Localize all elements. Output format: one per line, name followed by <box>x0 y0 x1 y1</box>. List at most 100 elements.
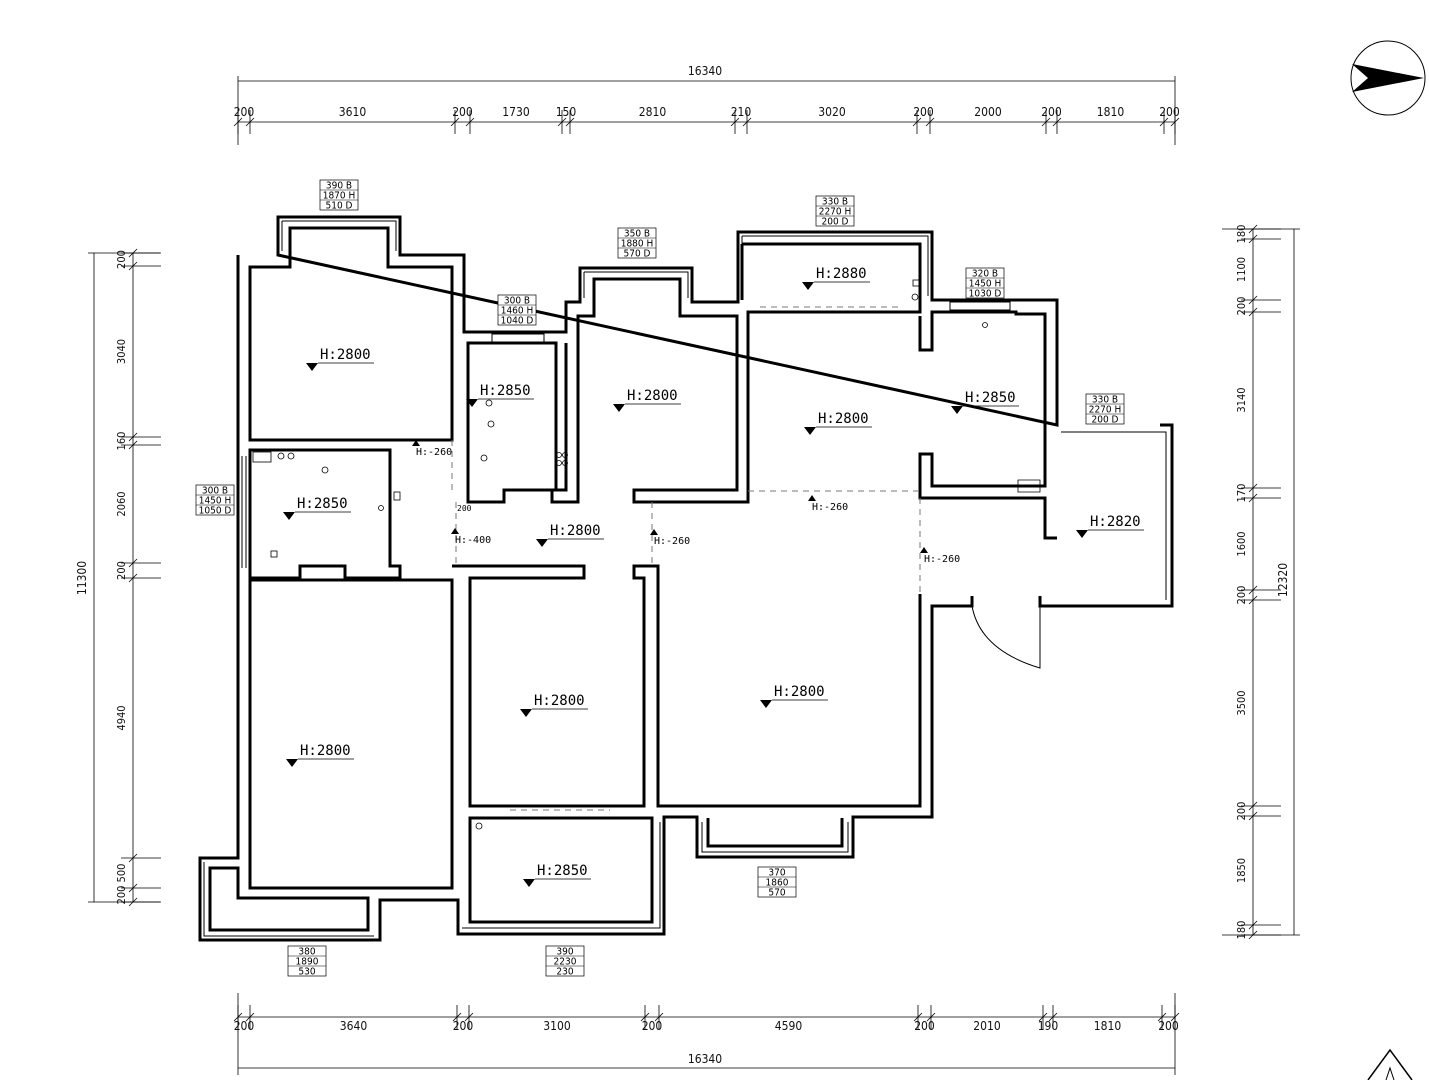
bottom-tick-slash <box>1170 1012 1180 1022</box>
right-segment: 1850 <box>1235 858 1248 883</box>
level-marker-icon <box>283 512 295 520</box>
window-table-frame <box>965 267 1005 299</box>
window-spec-d: 230 <box>556 967 573 978</box>
top-segment: 1730 <box>502 105 530 119</box>
bottom-tick-slash <box>913 1012 923 1022</box>
bottom-tick-slash <box>654 1012 664 1022</box>
right-segment: 180 <box>1235 225 1248 244</box>
window-spec-h: 1860 <box>766 878 789 889</box>
bottom-tick-slash <box>1157 1012 1167 1022</box>
right-tick-slash <box>1248 234 1258 244</box>
window-spec-d: 570 <box>768 888 785 899</box>
right-tick-slash <box>1248 811 1258 821</box>
level-marker-icon <box>808 495 816 501</box>
window-spec-b: 380 <box>298 947 315 958</box>
level-marker-icon <box>951 406 963 414</box>
bottom-tick-slash <box>464 1012 474 1022</box>
window-table-frame <box>319 179 359 211</box>
window-spec-d: 510 D <box>326 201 353 212</box>
right-tick-slash <box>1248 930 1258 940</box>
left-tick-slash <box>128 573 138 583</box>
window-spec-b: 300 B <box>202 486 228 497</box>
room-height-label: H:2850 <box>537 863 588 879</box>
room-height-label: H:2850 <box>480 383 531 399</box>
floor-level-label: H:-260 <box>924 554 960 565</box>
room-height-label: H:2800 <box>818 411 869 427</box>
window-spec-h: 1890 <box>296 957 319 968</box>
top-segment: 200 <box>234 105 255 119</box>
floor-level-label: H:-260 <box>416 447 452 458</box>
bottom-segment: 200 <box>234 1019 255 1033</box>
left-tick-slash <box>128 261 138 271</box>
room-height-label: H:2800 <box>627 388 678 404</box>
dim-right-total: 12320 <box>1276 563 1290 597</box>
window-spec-b: 320 B <box>972 269 998 280</box>
bottom-tick-slash <box>1048 1012 1058 1022</box>
right-tick-slash <box>1248 483 1258 493</box>
window-table-frame <box>545 945 585 977</box>
level-marker-icon <box>520 709 532 717</box>
window-spec-b: 350 B <box>624 229 650 240</box>
level-marker-icon <box>804 427 816 435</box>
level-marker-icon <box>306 363 318 371</box>
level-marker-icon <box>760 700 772 708</box>
dim-bottom-total: 16340 <box>688 1052 722 1066</box>
window-table-frame <box>497 294 537 326</box>
north-arrow-icon-bottom <box>1367 1048 1413 1080</box>
dimension-right: 12320 1801100200314017016002003500200185… <box>1222 224 1300 940</box>
right-tick-slash <box>1248 493 1258 503</box>
top-segment: 150 <box>556 105 577 119</box>
left-tick-slash <box>128 432 138 442</box>
window-spec-d: 530 <box>298 967 315 978</box>
top-segment: 200 <box>1041 105 1062 119</box>
dim-left-total: 11300 <box>75 561 89 595</box>
floor-level-label: H:-400 <box>455 535 491 546</box>
right-tick-slash <box>1248 920 1258 930</box>
top-tick-slash <box>925 117 935 127</box>
window-spec-h: 1870 H <box>323 191 356 202</box>
bottom-tick-slash <box>926 1012 936 1022</box>
level-marker-icon <box>920 547 928 553</box>
bottom-segment: 1810 <box>1094 1019 1122 1033</box>
top-segment: 2000 <box>974 105 1002 119</box>
right-segment: 1600 <box>1235 531 1248 556</box>
room-height-label: H:2800 <box>550 523 601 539</box>
bottom-segment: 200 <box>1158 1019 1179 1033</box>
bottom-segment: 200 <box>642 1019 663 1033</box>
top-tick-slash <box>450 117 460 127</box>
right-segment: 180 <box>1235 921 1248 940</box>
left-segment: 500 <box>115 864 128 883</box>
top-segment: 2810 <box>639 105 667 119</box>
window-spec-h: 1460 H <box>501 306 534 317</box>
right-tick-slash <box>1248 307 1258 317</box>
top-tick-slash <box>742 117 752 127</box>
bottom-tick-slash <box>245 1012 255 1022</box>
level-marker-icon <box>536 539 548 547</box>
window-table-frame <box>617 227 657 259</box>
window-table-frame <box>815 195 855 227</box>
bottom-segment: 2010 <box>973 1019 1001 1033</box>
right-tick-slash <box>1248 585 1258 595</box>
right-tick-slash <box>1248 224 1258 234</box>
top-tick-slash <box>1052 117 1062 127</box>
right-tick-slash <box>1248 295 1258 305</box>
left-segment: 200 <box>115 561 128 580</box>
bottom-segment: 3100 <box>543 1019 571 1033</box>
window-spec-h: 1880 H <box>621 239 654 250</box>
window-table-frame <box>1085 393 1125 425</box>
dim-top-total: 16340 <box>688 64 722 78</box>
floor-level-label: H:-260 <box>812 502 848 513</box>
top-tick-slash <box>1170 117 1180 127</box>
window-spec-d: 570 D <box>624 249 651 260</box>
right-segment: 200 <box>1235 297 1248 316</box>
level-marker-icon <box>1076 530 1088 538</box>
room-height-label: H:2880 <box>816 266 867 282</box>
left-segment: 4940 <box>115 705 128 730</box>
bottom-segment: 200 <box>914 1019 935 1033</box>
room-height-label: H:2850 <box>297 496 348 512</box>
window-spec-d: 1050 D <box>199 506 232 517</box>
level-marker-icon <box>466 399 478 407</box>
